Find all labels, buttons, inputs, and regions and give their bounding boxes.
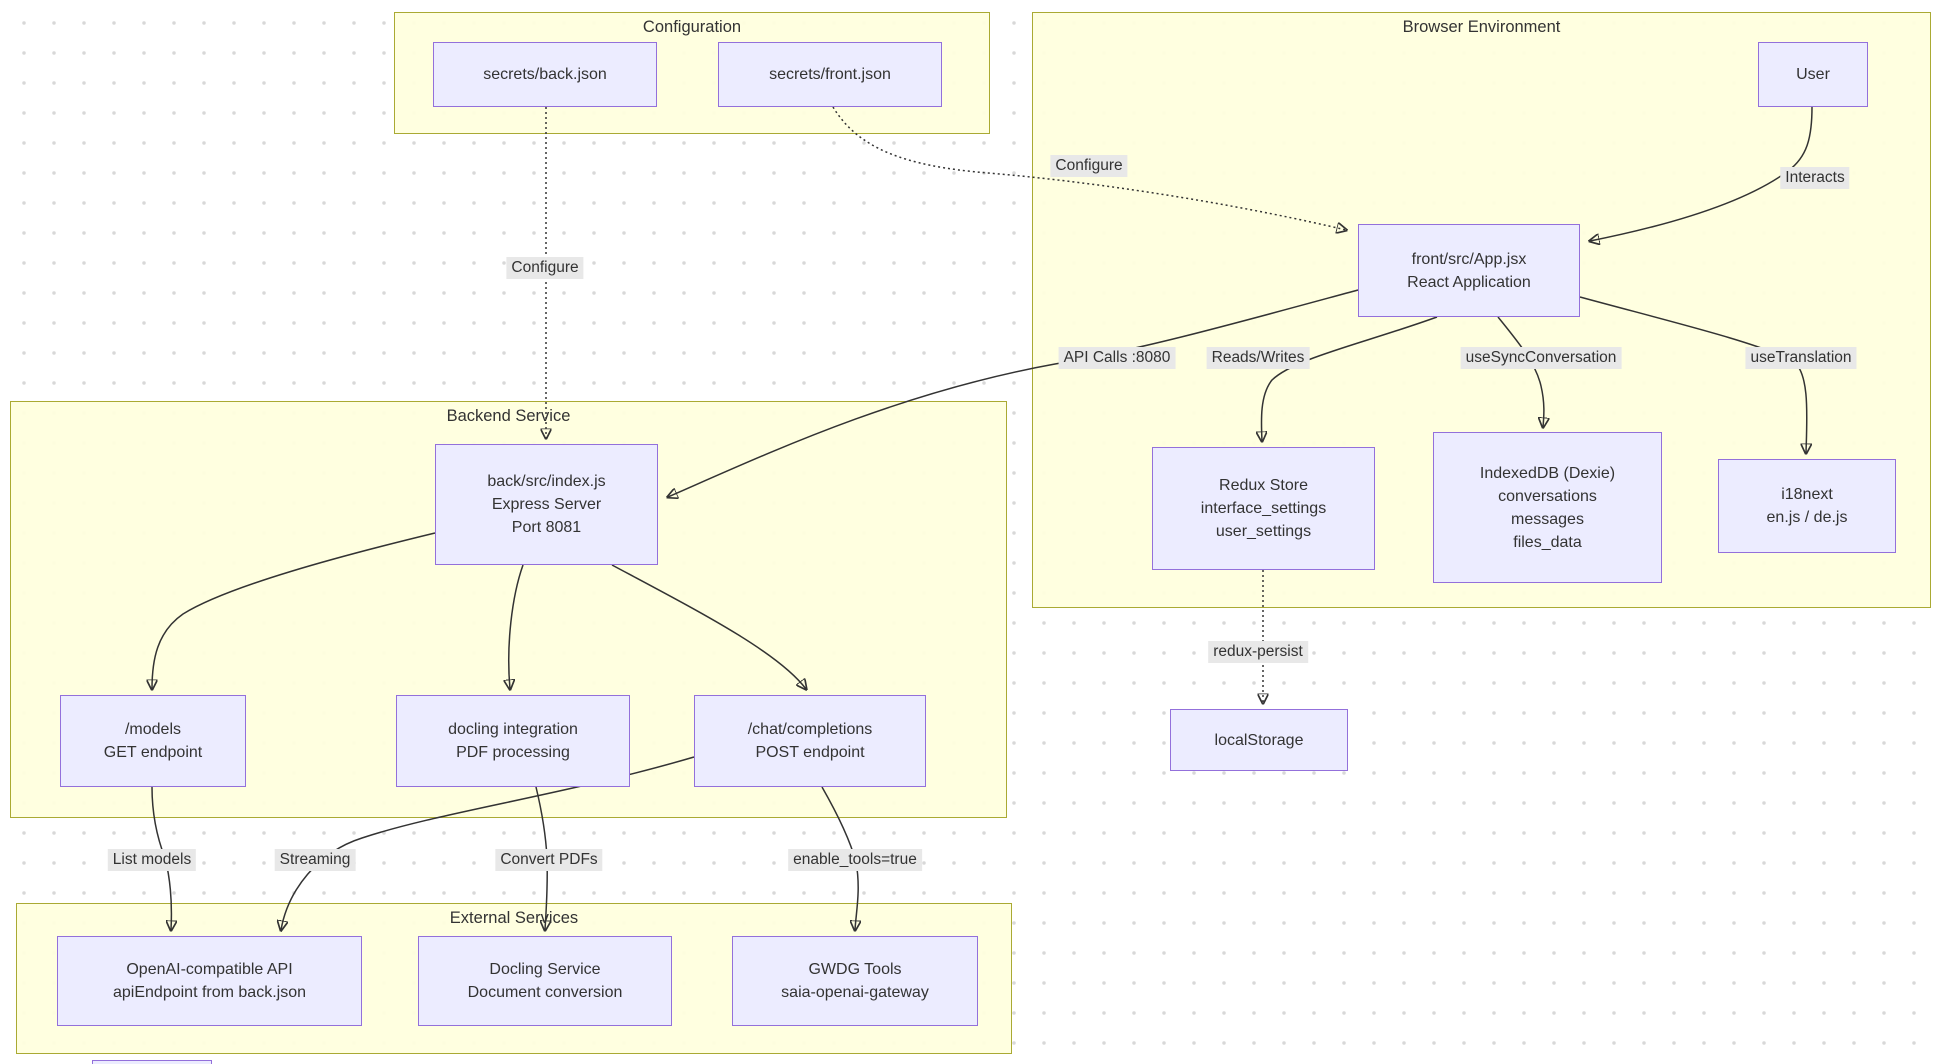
edge-usesyncconversation-app-to-indexeddb	[1497, 316, 1544, 427]
node-secrets-back-json: secrets/back.json	[433, 42, 657, 107]
node-i18next: i18next en.js / de.js	[1718, 459, 1896, 553]
edge-reads-writes-app-to-redux	[1261, 316, 1438, 441]
edge-label-api-calls: API Calls :8080	[1058, 347, 1176, 369]
node-openai-compatible-api: OpenAI-compatible API apiEndpoint from b…	[57, 936, 362, 1026]
node-docling-integration: docling integration PDF processing	[396, 695, 630, 787]
edge-index-js-to-docling	[509, 564, 524, 689]
edge-index-js-to-chat	[611, 564, 806, 689]
edge-label-streaming: Streaming	[274, 849, 356, 871]
node-gwdg-tools: GWDG Tools saia-openai-gateway	[732, 936, 978, 1026]
edge-label-configure-front: Configure	[1050, 155, 1128, 177]
edge-api-calls-app-to-index-js	[668, 289, 1359, 497]
node-clipped-bottom	[92, 1060, 212, 1064]
node-indexeddb: IndexedDB (Dexie) conversations messages…	[1433, 432, 1662, 583]
node-docling-service: Docling Service Document conversion	[418, 936, 672, 1026]
subgraph-browser-environment-title: Browser Environment	[1402, 18, 1561, 36]
node-chat-completions-endpoint: /chat/completions POST endpoint	[694, 695, 926, 787]
node-models-endpoint: /models GET endpoint	[60, 695, 246, 787]
subgraph-backend-service-title: Backend Service	[446, 407, 571, 425]
edge-usetranslation-app-to-i18next	[1579, 296, 1807, 453]
edge-label-reads-writes: Reads/Writes	[1206, 347, 1310, 369]
edge-label-redux-persist: redux-persist	[1208, 641, 1308, 663]
node-localstorage: localStorage	[1170, 709, 1348, 771]
edge-label-convert-pdfs: Convert PDFs	[495, 849, 603, 871]
edge-label-enable-tools: enable_tools=true	[788, 849, 922, 871]
node-secrets-front-json: secrets/front.json	[718, 42, 942, 107]
edge-configure-front-json-to-app	[832, 106, 1346, 230]
edge-label-configure-back: Configure	[506, 257, 584, 279]
edge-label-list-models: List models	[107, 849, 197, 871]
edge-interacts-user-to-app	[1590, 106, 1813, 241]
node-express-server: back/src/index.js Express Server Port 80…	[435, 444, 658, 565]
node-react-app: front/src/App.jsx React Application	[1358, 224, 1580, 317]
edge-label-interacts: Interacts	[1780, 167, 1850, 189]
node-redux-store: Redux Store interface_settings user_sett…	[1152, 447, 1375, 570]
node-user: User	[1758, 42, 1868, 107]
edge-index-js-to-models	[152, 532, 436, 689]
edge-label-usesyncconversation: useSyncConversation	[1460, 347, 1622, 369]
subgraph-configuration-title: Configuration	[642, 18, 742, 36]
edge-label-usetranslation: useTranslation	[1745, 347, 1857, 369]
